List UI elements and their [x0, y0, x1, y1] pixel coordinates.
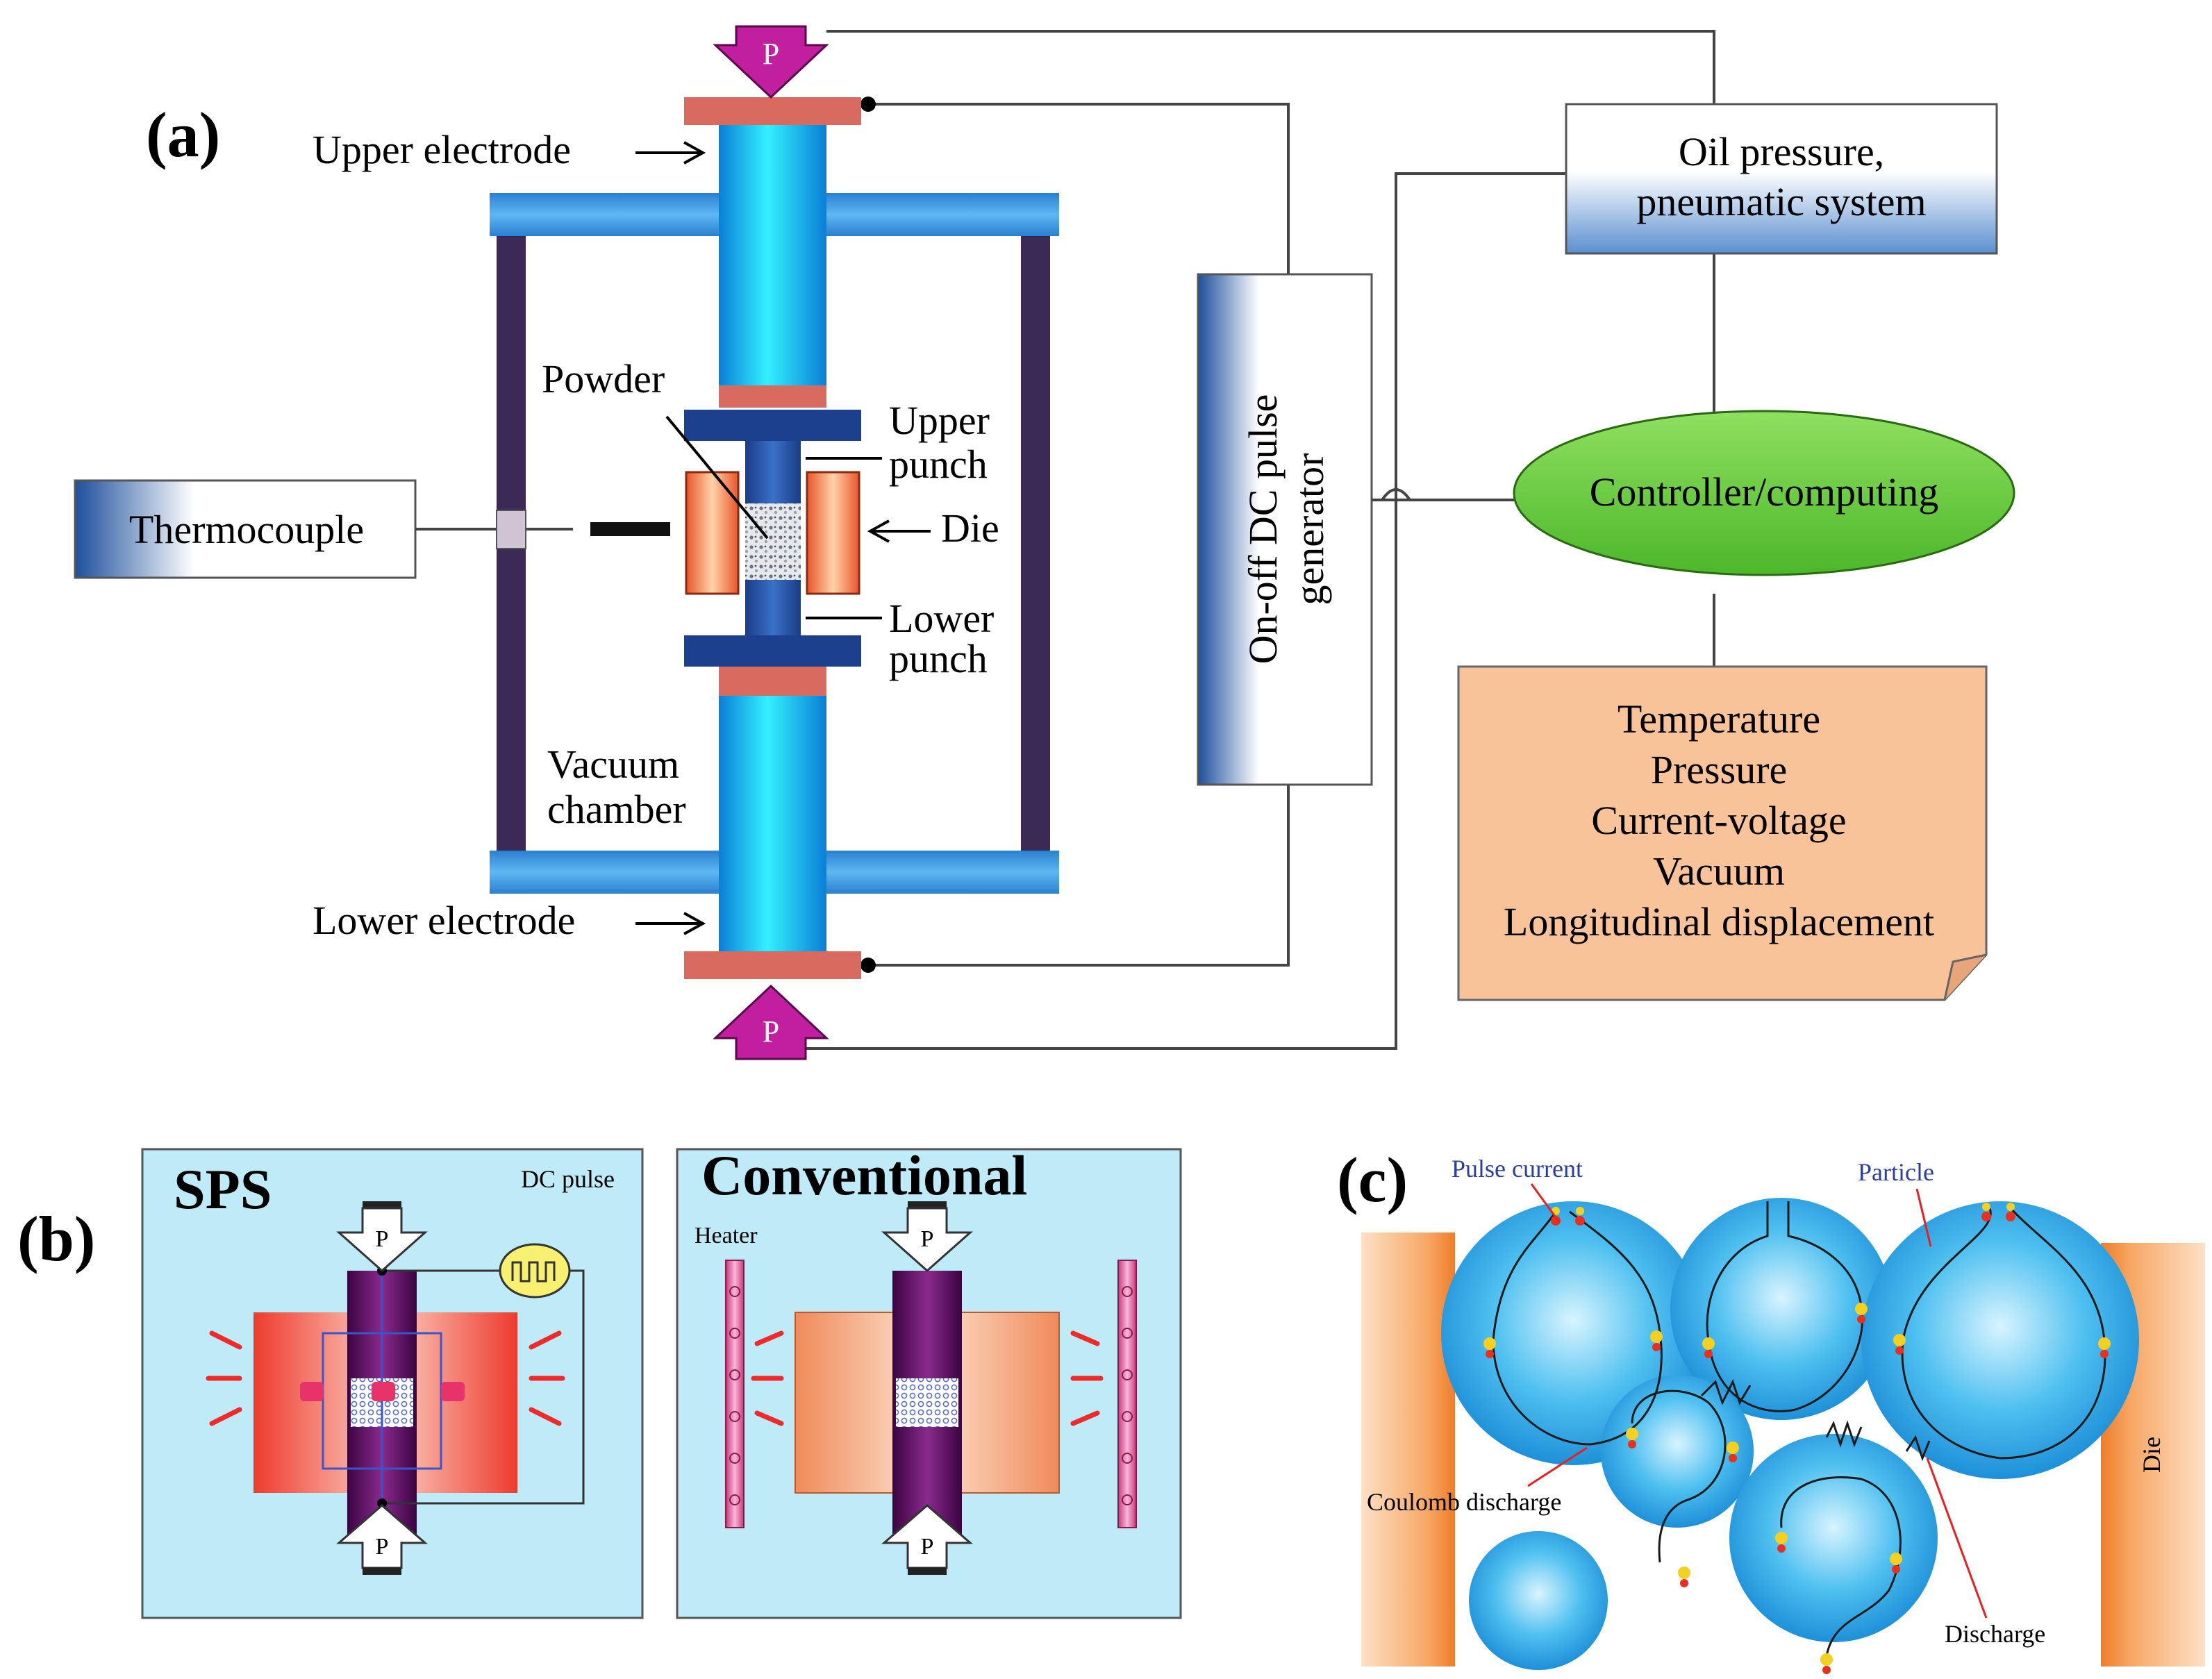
lower-punch-label-2: punch: [889, 636, 988, 681]
pressure-arrow-top: P: [713, 25, 829, 99]
svg-text:P: P: [763, 37, 779, 71]
pulse-generator-box: [1197, 273, 1373, 786]
pulse-generator-label-2: generator: [1287, 453, 1332, 605]
upper-punch-label-2: punch: [889, 442, 988, 487]
controller-ellipse: [1513, 410, 2015, 576]
lower-punch-label-1: Lower: [889, 596, 994, 641]
dc-pulse-source: [499, 1243, 571, 1298]
svg-text:P: P: [376, 1226, 389, 1252]
monitor-item-3: Current-voltage: [1591, 798, 1846, 843]
wire-node-top: [860, 97, 876, 112]
conv-arrow-top: P: [881, 1201, 973, 1273]
upper-spacer: [719, 385, 826, 408]
particle-label: Particle: [1858, 1158, 1934, 1186]
conv-powder: [896, 1378, 958, 1427]
lower-electrode-plate: [684, 951, 861, 979]
thermocouple-port: [496, 510, 526, 549]
lower-spacer: [719, 667, 826, 696]
thermocouple-probe: [590, 522, 670, 536]
upper-electrode-label: Upper electrode: [313, 127, 571, 172]
lower-punch: [745, 580, 801, 639]
vacuum-label-2: chamber: [547, 787, 686, 832]
lower-punch-plate: [684, 635, 861, 667]
vacuum-label-1: Vacuum: [547, 742, 679, 787]
particle: [1729, 1434, 1938, 1642]
oil-pressure-box: [1565, 103, 1998, 255]
oil-pressure-label-1: Oil pressure,: [1679, 129, 1884, 174]
svg-text:P: P: [376, 1534, 389, 1560]
heater-label: Heater: [695, 1223, 758, 1248]
wire-node-bottom: [860, 958, 876, 973]
die-left: [685, 471, 740, 595]
svg-text:P: P: [921, 1226, 934, 1252]
thermocouple-label: Thermocouple: [129, 507, 364, 552]
current-paths: [1492, 1201, 2106, 1657]
svg-text:P: P: [763, 1014, 779, 1049]
oil-pressure-label-2: pneumatic system: [1636, 179, 1926, 224]
panel-c-letter: (c): [1337, 1144, 1408, 1215]
spark-markers: [1483, 1203, 2111, 1674]
particles: [1441, 1198, 2139, 1670]
panel-b: (b) SPS DC pulse: [17, 1144, 1182, 1619]
particle: [1861, 1201, 2139, 1479]
dc-pulse-label: DC pulse: [521, 1165, 615, 1193]
die-right: [806, 471, 860, 595]
monitor-item-4: Vacuum: [1653, 849, 1785, 894]
die-label: Die: [941, 506, 999, 551]
conv-arrow-bottom: P: [881, 1504, 974, 1575]
heater-left: [725, 1260, 745, 1528]
sps-diagram: SPS DC pulse: [141, 1148, 644, 1619]
monitor-item-2: Pressure: [1651, 747, 1788, 792]
panel-a: (a): [74, 25, 2015, 1060]
monitor-item-1: Temperature: [1618, 696, 1820, 742]
particle: [1670, 1198, 1893, 1420]
pressure-arrow-bottom: P: [713, 984, 829, 1060]
panel-a-letter: (a): [146, 99, 220, 170]
sps-arrow-top: P: [336, 1201, 428, 1273]
die-c-label: Die: [2138, 1437, 2165, 1473]
panel-b-letter: (b): [17, 1203, 95, 1274]
sps-arrow-bottom: P: [335, 1504, 429, 1575]
pulse-crossing: [1372, 488, 1514, 501]
thermocouple-box: [74, 479, 417, 579]
lower-electrode: [719, 696, 826, 951]
die-wall-left: [1361, 1233, 1455, 1667]
monitor-item-5: Longitudinal displacement: [1504, 899, 1934, 944]
heater-right: [1117, 1260, 1137, 1528]
pulse-generator-label-1: On-off DC pulse: [1240, 394, 1286, 665]
particle: [1469, 1531, 1608, 1670]
pulse-current-label: Pulse current: [1452, 1155, 1583, 1183]
powder-label: Powder: [542, 356, 665, 401]
sps-title: SPS: [174, 1158, 272, 1221]
upper-electrode: [719, 125, 826, 385]
powder-sample: [745, 503, 801, 580]
controller-label: Controller/computing: [1590, 469, 1939, 515]
discharge-label: Discharge: [1945, 1620, 2045, 1648]
conventional-title: Conventional: [701, 1144, 1027, 1207]
upper-punch: [745, 441, 801, 503]
svg-text:P: P: [921, 1534, 934, 1560]
monitor-list: Temperature Pressure Current-voltage Vac…: [1504, 696, 1934, 944]
wires: [785, 30, 1715, 1050]
lower-electrode-label: Lower electrode: [313, 898, 575, 943]
panel-c: (c) P: [1337, 1144, 2205, 1674]
conventional-diagram: Conventional Heater P: [676, 1144, 1182, 1619]
upper-punch-plate: [684, 410, 861, 441]
frame-post-right: [1021, 236, 1050, 851]
upper-punch-label-1: Upper: [889, 398, 990, 443]
upper-electrode-plate: [684, 97, 861, 125]
coulomb-label: Coulomb discharge: [1367, 1488, 1561, 1516]
